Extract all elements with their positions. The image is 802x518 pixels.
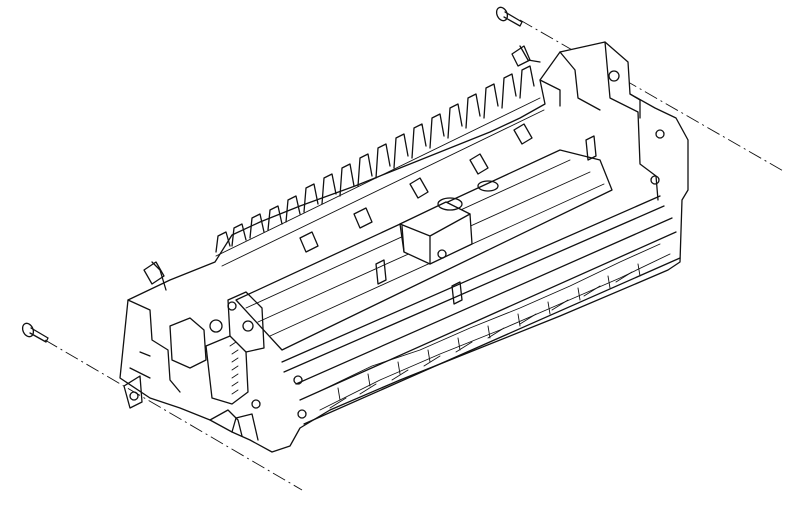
screw-axis-left [44,339,303,491]
roller-cover [235,123,613,351]
screw-axis-right [519,19,786,173]
guide-fins [215,65,545,267]
right-tab [511,45,531,67]
screw-icon [21,322,49,343]
gear-icon [169,291,265,405]
left-tab [143,261,165,285]
screw-icon [495,6,523,27]
